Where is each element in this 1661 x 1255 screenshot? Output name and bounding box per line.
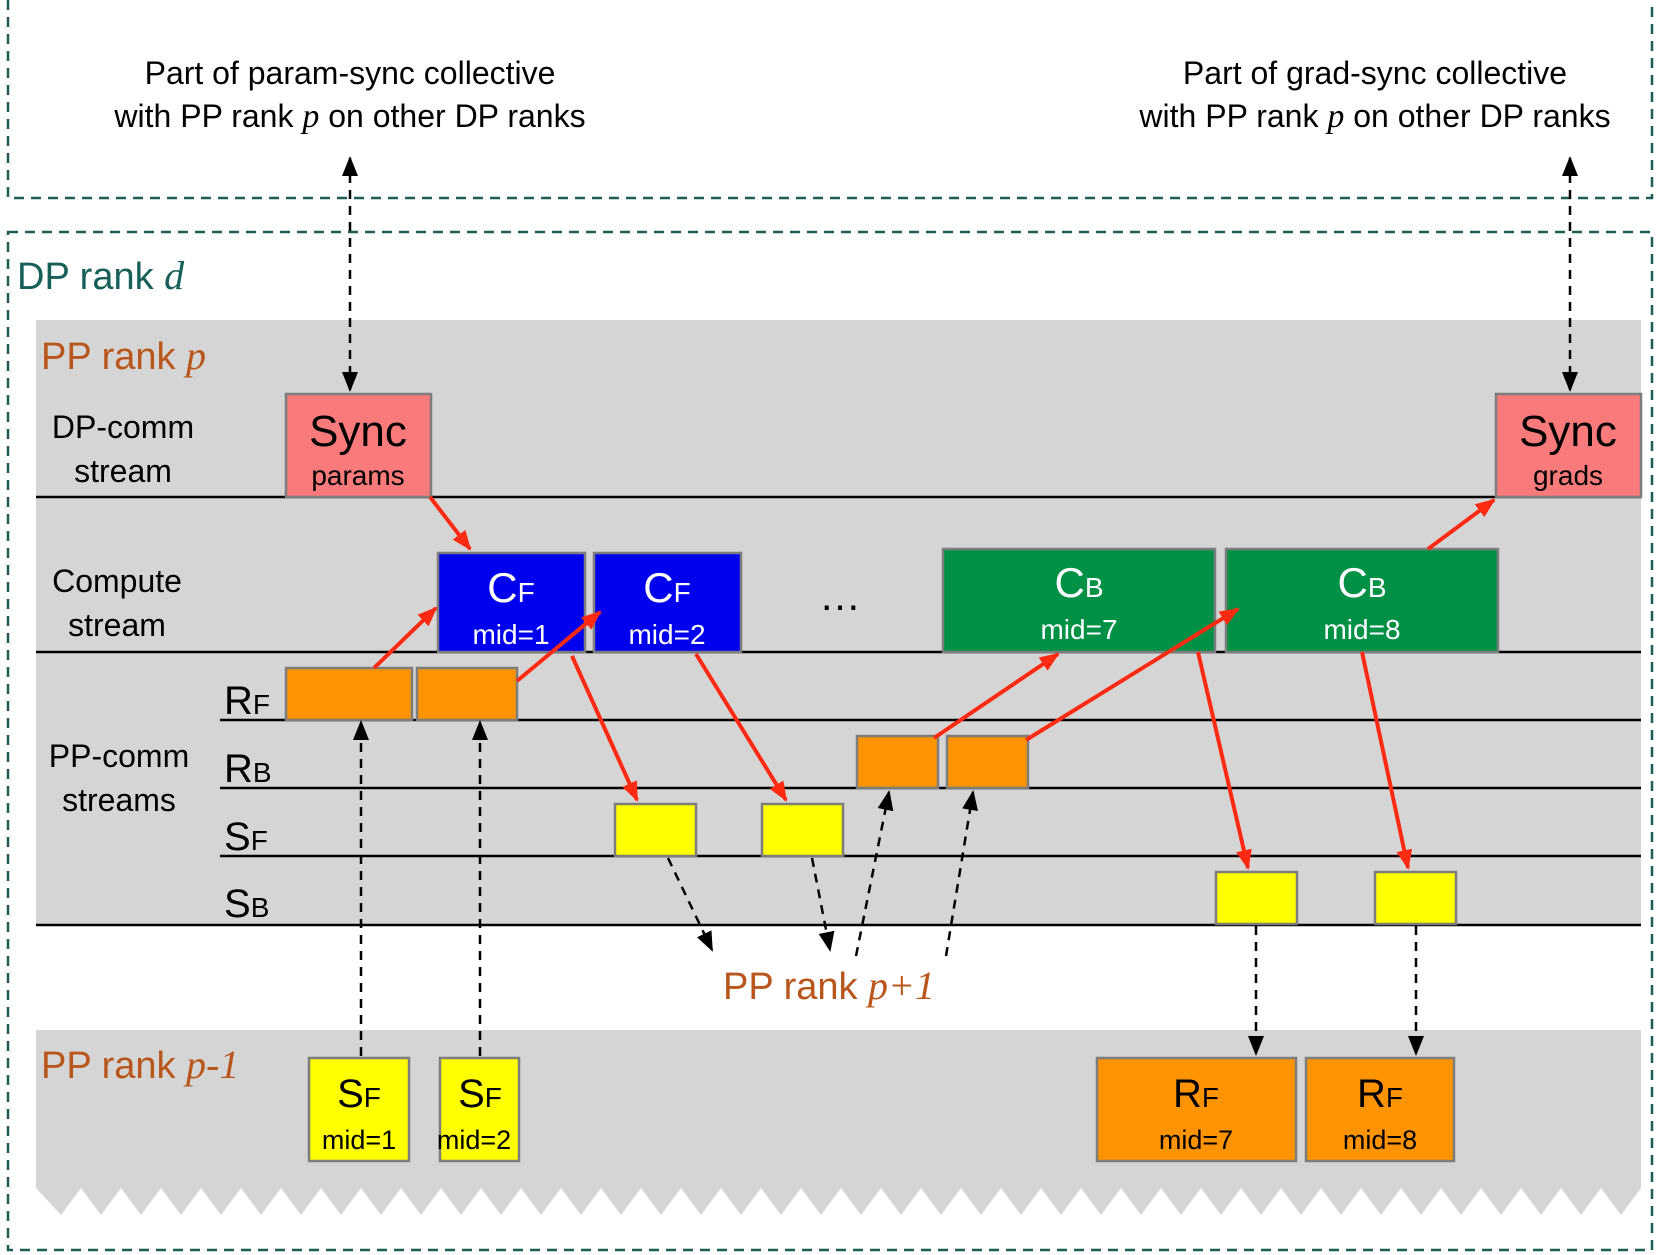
compute-backward-mid7-label: mid=7: [1040, 614, 1117, 645]
svg-text:CF: CF: [643, 564, 690, 611]
compute-forward-mid2: CF mid=2: [592, 551, 743, 654]
sync-params-to-cf1-arrow: [428, 495, 472, 551]
sf-box-1: [613, 802, 698, 858]
dp-rank-label: DP rank d: [17, 253, 185, 298]
param-sync-note-line1: Part of param-sync collective: [145, 55, 556, 91]
grad-sync-note-line1: Part of grad-sync collective: [1183, 55, 1567, 91]
compute-stream-label-2: stream: [68, 607, 166, 643]
pp-rank-pm1-label: PP rank p-1: [41, 1042, 239, 1087]
pp-rank-p1-label: PP rank p+1: [723, 963, 935, 1008]
sf-box-2: [760, 802, 845, 858]
sync-params-box: Sync params: [284, 392, 433, 499]
rb1-to-cb7-arrow: [932, 652, 1060, 740]
rb-box-1: [855, 734, 940, 790]
grad-sync-note-line2: with PP rank p on other DP ranks: [1138, 98, 1610, 135]
sync-grads-box: Sync grads: [1494, 392, 1643, 499]
compute-stream-label-1: Compute: [52, 563, 182, 599]
rf-box-2: [415, 666, 519, 722]
rf2-to-cf2-arrow: [515, 610, 602, 683]
bottom-rf-mid8-label: mid=8: [1343, 1125, 1417, 1155]
svg-text:CB: CB: [1054, 559, 1103, 606]
bottom-rf-mid7: RF mid=7: [1095, 1056, 1298, 1163]
bottom-sf-mid1: SF mid=1: [307, 1056, 411, 1163]
rf1-to-cf1-arrow: [372, 606, 438, 670]
bottom-rf-mid8: RF mid=8: [1304, 1056, 1456, 1163]
sync-params-sub: params: [311, 460, 404, 491]
sf-box1-to-p1-arrow: [666, 857, 714, 952]
compute-backward-mid8-label: mid=8: [1323, 614, 1400, 645]
svg-text:CF: CF: [487, 564, 534, 611]
bottom-sf-mid2-label: mid=2: [437, 1125, 511, 1155]
compute-forward-mid1-label: mid=1: [472, 619, 549, 650]
bottom-rf-mid7-label: mid=7: [1159, 1125, 1233, 1155]
bottom-sf-mid2: SF mid=2: [437, 1056, 521, 1163]
p1-to-rb-box1-arrow: [854, 790, 894, 957]
ellipsis: …: [819, 572, 861, 619]
lane-label-rf: RF: [224, 679, 270, 723]
pp-rank-p-label: PP rank p: [41, 333, 206, 378]
cb8-to-sync-grads-arrow: [1426, 498, 1496, 551]
pp-comm-streams-label-2: streams: [62, 782, 176, 818]
param-sync-note-line2: with PP rank p on other DP ranks: [113, 98, 585, 135]
pp-comm-streams-label-1: PP-comm: [49, 738, 189, 774]
rf-box-1: [284, 666, 414, 722]
svg-text:RF: RF: [1173, 1072, 1219, 1116]
dp-comm-stream-label-2: stream: [74, 453, 172, 489]
sync-grads-title: Sync: [1519, 407, 1617, 456]
dp-rank-frame: [6, 230, 1654, 1252]
svg-text:CB: CB: [1337, 559, 1386, 606]
compute-backward-mid8: CB mid=8: [1224, 547, 1500, 654]
lane-label-sf: SF: [224, 815, 268, 859]
cf2-to-sf2-arrow: [694, 652, 788, 802]
sync-params-title: Sync: [309, 407, 407, 456]
top-dashed-frame: [6, 0, 1654, 200]
cb8-to-sb2-arrow: [1360, 651, 1413, 870]
dp-comm-stream-label-1: DP-comm: [52, 409, 194, 445]
cb7-to-sb1-arrow: [1196, 651, 1252, 870]
cf1-to-sf1-arrow: [570, 655, 639, 802]
p1-to-rb-box2-arrow: [944, 790, 978, 957]
compute-forward-mid1: CF mid=1: [436, 551, 587, 654]
lane-label-sb: SB: [224, 882, 269, 926]
svg-text:RF: RF: [1357, 1072, 1403, 1116]
sb-box-2: [1373, 870, 1458, 926]
sync-grads-sub: grads: [1533, 460, 1603, 491]
svg-text:SF: SF: [337, 1072, 381, 1116]
svg-text:SF: SF: [458, 1072, 502, 1116]
rb2-to-cb8-arrow: [1024, 607, 1240, 742]
lane-label-rb: RB: [224, 747, 272, 791]
compute-backward-mid7: CB mid=7: [941, 547, 1217, 654]
sb-box-1: [1214, 870, 1299, 926]
compute-forward-mid2-label: mid=2: [628, 619, 705, 650]
bottom-sf-mid1-label: mid=1: [322, 1125, 396, 1155]
rb-box-2: [945, 734, 1030, 790]
